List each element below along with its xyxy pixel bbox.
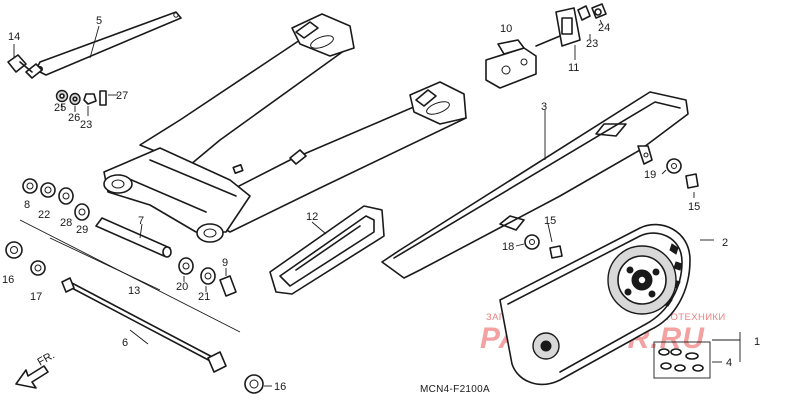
- label-part-15-center: 15: [544, 215, 556, 227]
- label-part-21: 21: [198, 291, 210, 303]
- chain-links: [661, 243, 683, 307]
- part-chain-adjuster: [485, 3, 607, 89]
- label-part-23-left: 23: [80, 119, 92, 131]
- label-part-28: 28: [60, 217, 72, 229]
- part-pivot-collar: [95, 217, 172, 258]
- part-bolt-14: [7, 54, 33, 73]
- label-part-23-right: 23: [586, 38, 598, 50]
- label-part-20: 20: [176, 281, 188, 293]
- label-part-9: 9: [222, 257, 228, 269]
- label-part-5: 5: [96, 15, 102, 27]
- front-arrow-icon: [15, 365, 49, 389]
- label-part-13: 13: [128, 285, 140, 297]
- part-chain-slider: [269, 205, 385, 295]
- label-part-12: 12: [306, 211, 318, 223]
- label-part-25: 25: [54, 102, 66, 114]
- part-washers-25-26-23: [55, 89, 107, 106]
- label-part-27: 27: [116, 90, 128, 102]
- label-part-17: 17: [30, 291, 42, 303]
- label-part-8: 8: [24, 199, 30, 211]
- label-part-1: 1: [754, 336, 760, 348]
- diagram-code: MCN4-F2100A: [420, 384, 490, 395]
- label-part-7: 7: [138, 215, 144, 227]
- part-master-link: [653, 341, 711, 379]
- label-part-18: 18: [502, 241, 514, 253]
- label-part-26: 26: [68, 112, 80, 124]
- label-part-4: 4: [726, 357, 732, 369]
- leader-lines: [13, 19, 741, 387]
- part-driven-sprocket: [607, 245, 677, 315]
- label-part-11: 11: [568, 62, 579, 74]
- label-part-15-right: 15: [688, 201, 700, 213]
- part-bolts-15-18-19: [524, 158, 699, 259]
- part-chain-case: [381, 91, 689, 279]
- part-cap-16-bottom: [244, 374, 264, 394]
- part-stay-rod: [25, 11, 182, 79]
- label-part-3: 3: [541, 101, 547, 113]
- label-part-29: 29: [76, 224, 88, 236]
- part-caps-16-17: [5, 241, 46, 276]
- part-pivot-bushings-left: [22, 178, 90, 221]
- part-swingarm: [103, 13, 467, 243]
- part-pivot-bushings-right: [178, 257, 237, 297]
- label-part-14: 14: [8, 31, 20, 43]
- label-part-22: 22: [38, 209, 50, 221]
- label-part-24: 24: [598, 22, 610, 34]
- label-part-10: 10: [500, 23, 512, 35]
- front-direction-indicator: FR.: [15, 349, 57, 389]
- label-part-2: 2: [722, 237, 728, 249]
- part-number-labels: 5 14 27 25 26 23 10 11 24 23 3 12 8 22 2…: [2, 15, 760, 393]
- front-direction-label: FR.: [36, 349, 57, 368]
- label-part-19: 19: [644, 169, 656, 181]
- label-part-16-bottom: 16: [274, 381, 286, 393]
- part-drive-sprocket: [532, 332, 560, 360]
- label-part-16-left: 16: [2, 274, 14, 286]
- part-pivot-bolt: [61, 277, 227, 373]
- label-part-6: 6: [122, 337, 128, 349]
